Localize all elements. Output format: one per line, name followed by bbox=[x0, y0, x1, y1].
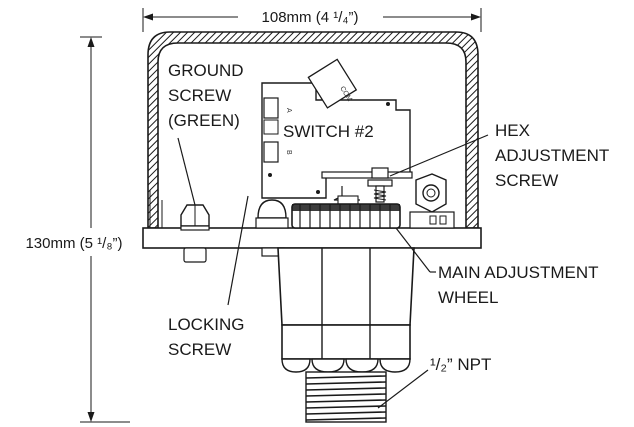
height-dimension-text: 130mm (5 ¹/₈”) bbox=[25, 235, 122, 252]
leader-lines bbox=[177, 134, 489, 409]
main-wheel-label-line2: WHEEL bbox=[438, 288, 498, 307]
locking-screw bbox=[255, 199, 289, 257]
sensor-body bbox=[277, 247, 415, 373]
arrowhead-right-icon bbox=[471, 13, 481, 21]
main-adjustment-wheel bbox=[291, 203, 401, 229]
ground-screw-label-line2: SCREW bbox=[168, 86, 231, 105]
terminal-a-label: A bbox=[285, 108, 292, 113]
hex-screw-label-line1: HEX bbox=[495, 121, 530, 140]
arrowhead-up-icon bbox=[87, 37, 95, 47]
hex-screw-label-line2: ADJUSTMENT bbox=[495, 146, 609, 165]
arrowhead-down-icon bbox=[87, 412, 95, 422]
npt-label: ¹/₂” NPT bbox=[430, 355, 491, 374]
side-nut bbox=[409, 173, 455, 229]
width-dimension-text: 108mm (4 ¹/₄”) bbox=[262, 9, 359, 26]
ground-screw-label-line1: GROUND bbox=[168, 61, 244, 80]
base-plate bbox=[142, 227, 482, 249]
npt-fitting bbox=[305, 371, 387, 423]
width-dimension: 108mm (4 ¹/₄”) bbox=[142, 8, 482, 32]
terminal-b bbox=[263, 141, 279, 163]
hex-adjustment-screw bbox=[333, 167, 393, 205]
ground-screw-label-line3: (GREEN) bbox=[168, 111, 240, 130]
arrowhead-left-icon bbox=[143, 13, 153, 21]
height-dimension: 130mm (5 ¹/₈”) bbox=[25, 36, 130, 423]
switch-lever bbox=[321, 171, 413, 179]
terminal-com bbox=[307, 58, 358, 109]
terminal-a bbox=[263, 97, 279, 119]
switch-label: SWITCH #2 bbox=[283, 122, 374, 141]
hex-screw-label-line3: SCREW bbox=[495, 171, 558, 190]
terminal-b-label: B bbox=[285, 150, 292, 155]
locking-screw-label-line1: LOCKING bbox=[168, 315, 245, 334]
terminal-mid bbox=[263, 119, 279, 135]
locking-screw-label-line2: SCREW bbox=[168, 340, 231, 359]
ground-screw bbox=[180, 204, 210, 263]
main-wheel-label-line1: MAIN ADJUSTMENT bbox=[438, 263, 599, 282]
